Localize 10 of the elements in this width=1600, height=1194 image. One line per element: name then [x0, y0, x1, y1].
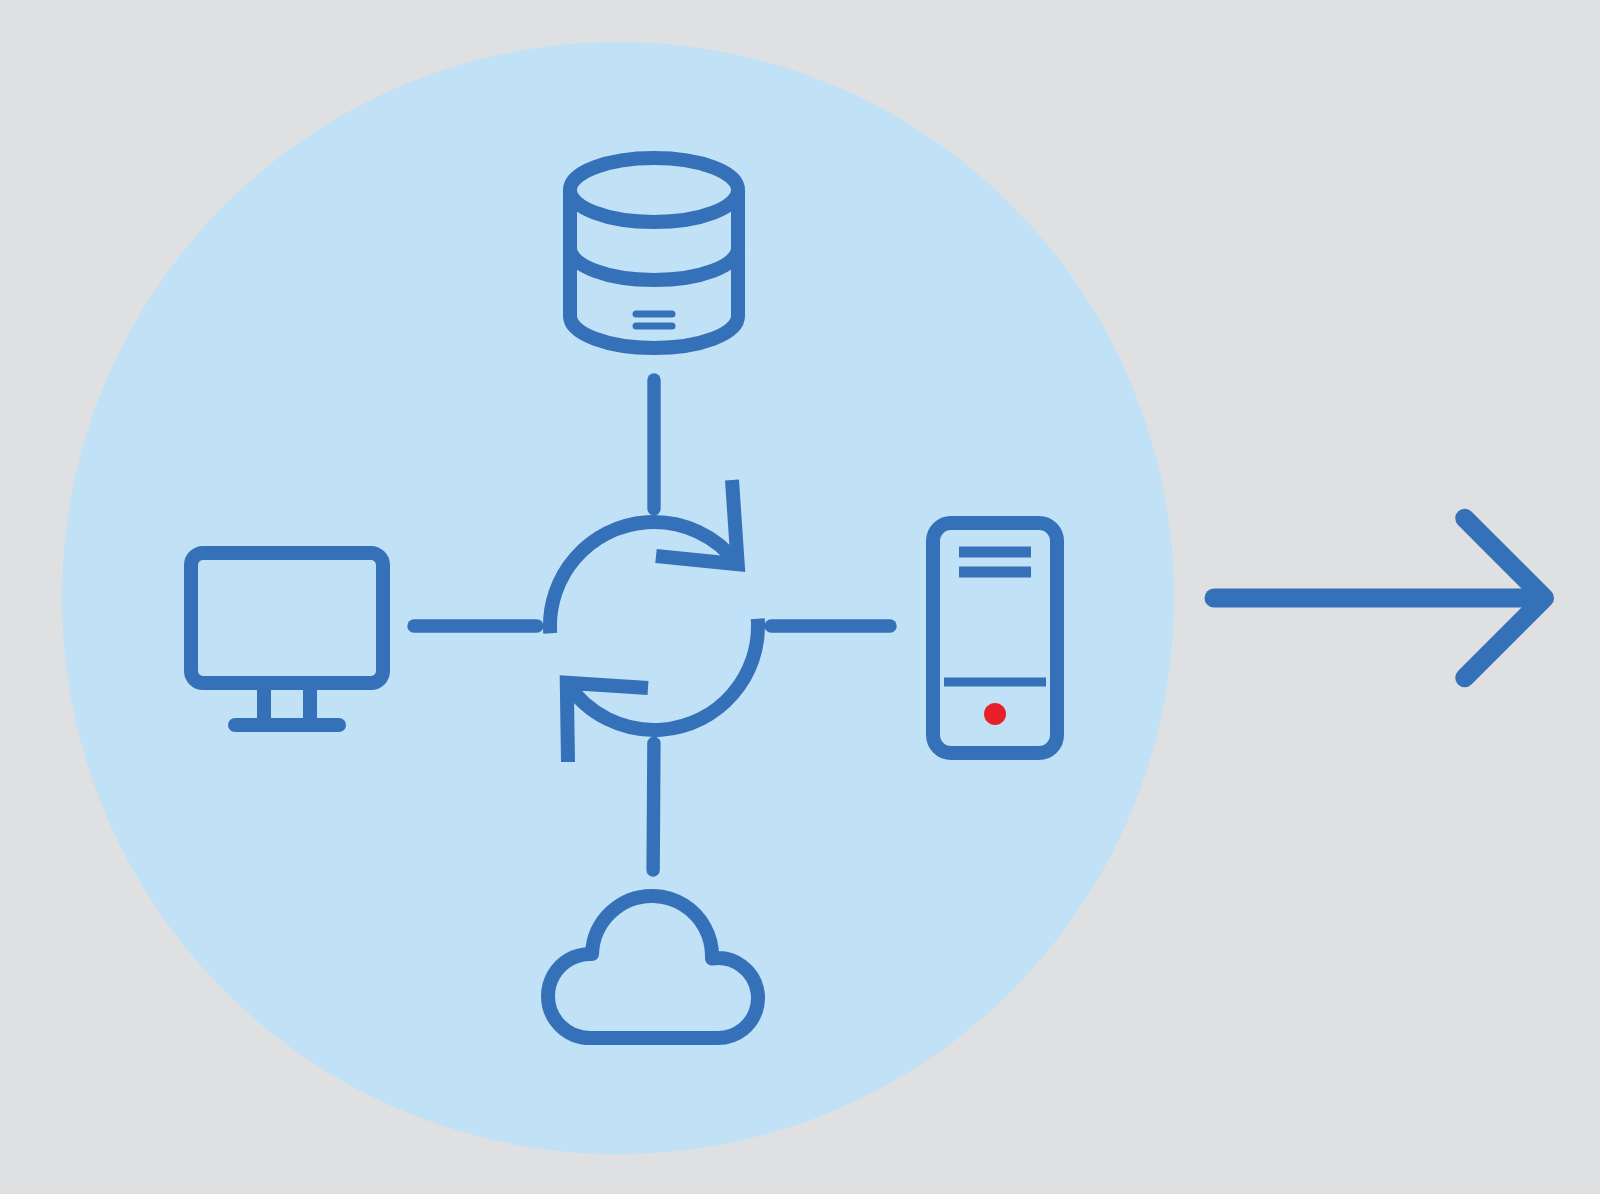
connector-line — [764, 619, 897, 633]
background-circle — [62, 42, 1174, 1154]
cloud-icon — [541, 889, 765, 1046]
monitor-icon — [184, 546, 390, 732]
connector-line — [646, 736, 661, 877]
server-icon — [926, 516, 1064, 760]
connector-line — [647, 373, 661, 516]
database-icon — [563, 151, 745, 355]
arrow — [1204, 508, 1554, 688]
connector-line — [407, 619, 544, 633]
